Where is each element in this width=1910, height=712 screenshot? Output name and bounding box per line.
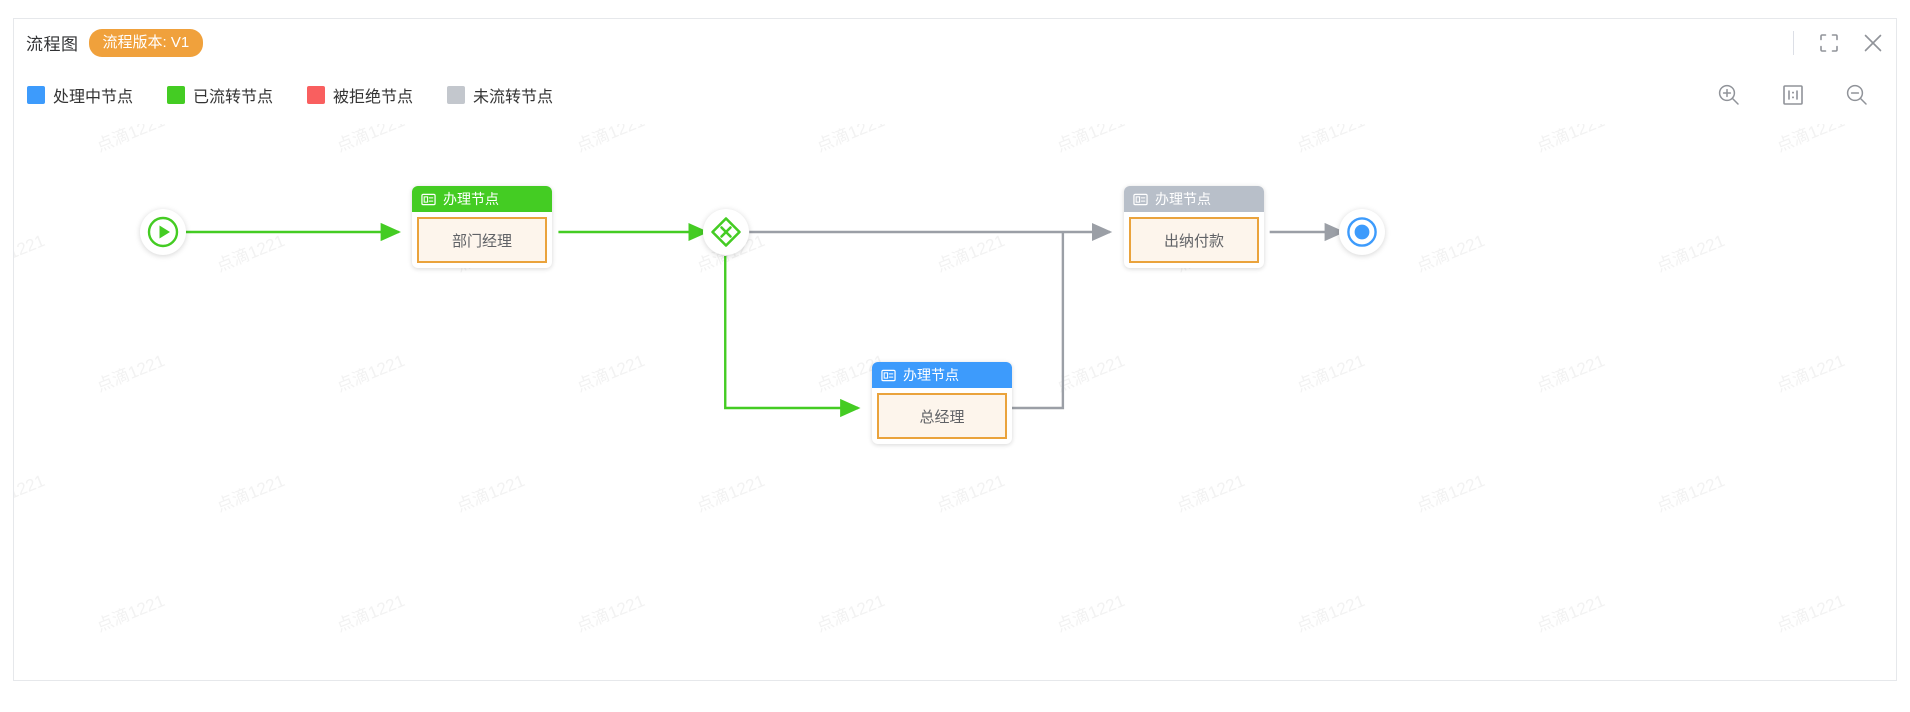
node-body: 出纳付款	[1124, 212, 1264, 268]
form-node-icon	[1133, 193, 1148, 205]
edge-layer	[185, 222, 1345, 418]
header-actions	[1793, 19, 1886, 66]
node-name-label: 总经理	[877, 393, 1007, 439]
node-task-cashier-payment[interactable]: 办理节点 出纳付款	[1124, 186, 1264, 268]
legend-swatch-processing	[27, 86, 45, 104]
form-node-icon	[421, 193, 436, 205]
legend-label-not-flowed: 未流转节点	[473, 89, 554, 106]
process-version-badge: 流程版本: V1	[88, 28, 204, 57]
flow-canvas[interactable]: 点滴1221 点滴1221 点滴1221 点滴1221 点滴1221 点滴122…	[14, 124, 1896, 680]
legend-label-rejected: 被拒绝节点	[333, 89, 414, 106]
node-task-general-manager[interactable]: 办理节点 总经理	[872, 362, 1012, 444]
node-name-label: 部门经理	[417, 217, 547, 263]
node-body: 总经理	[872, 388, 1012, 444]
edge-gateway-to-general-manager	[724, 256, 861, 418]
legend-label-flowed: 已流转节点	[193, 89, 274, 106]
node-start-event[interactable]	[140, 209, 186, 255]
close-icon	[1864, 34, 1882, 51]
zoom-in-button[interactable]	[1716, 82, 1742, 108]
legend-swatch-not-flowed	[447, 86, 466, 104]
node-header-label: 办理节点	[903, 367, 959, 383]
legend-swatch-flowed	[167, 86, 186, 104]
node-name-label: 出纳付款	[1129, 217, 1259, 263]
zoom-out-icon	[1846, 84, 1867, 105]
status-legend: 处理中节点 已流转节点 被拒绝节点 未流转节点	[14, 66, 1896, 124]
legend-item-flowed: 已流转节点	[167, 83, 273, 107]
zoom-toolbar	[1716, 66, 1870, 124]
actual-size-icon	[1783, 85, 1803, 105]
node-header: 办理节点	[412, 186, 552, 212]
edge-general-manager-to-cashier-payment	[1008, 232, 1065, 410]
node-body: 部门经理	[412, 212, 552, 268]
node-exclusive-gateway[interactable]	[703, 209, 749, 255]
form-node-icon	[881, 369, 896, 381]
start-event-icon	[147, 216, 179, 248]
node-header-label: 办理节点	[1155, 191, 1211, 207]
legend-item-processing: 处理中节点	[27, 83, 133, 107]
legend-item-rejected: 被拒绝节点	[307, 83, 413, 107]
header-divider	[1793, 30, 1794, 55]
zoom-in-icon	[1718, 84, 1739, 105]
dialog-header: 流程图 流程版本: V1	[14, 19, 1896, 66]
node-header: 办理节点	[1124, 186, 1264, 212]
end-event-icon	[1347, 217, 1377, 247]
node-end-event[interactable]	[1339, 209, 1385, 255]
node-header-label: 办理节点	[443, 191, 499, 207]
legend-swatch-rejected	[307, 86, 326, 104]
page-title: 流程图	[26, 35, 79, 54]
dialog-panel: 流程图 流程版本: V1	[13, 18, 1897, 681]
exclusive-gateway-icon	[711, 217, 741, 247]
legend-label-processing: 处理中节点	[53, 89, 134, 106]
actual-size-button[interactable]	[1780, 82, 1806, 108]
legend-item-not-flowed: 未流转节点	[447, 83, 553, 107]
node-header: 办理节点	[872, 362, 1012, 388]
fullscreen-icon	[1820, 33, 1838, 52]
close-button[interactable]	[1860, 30, 1886, 56]
node-task-dept-manager[interactable]: 办理节点 部门经理	[412, 186, 552, 268]
fullscreen-button[interactable]	[1816, 30, 1842, 56]
zoom-out-button[interactable]	[1844, 82, 1870, 108]
